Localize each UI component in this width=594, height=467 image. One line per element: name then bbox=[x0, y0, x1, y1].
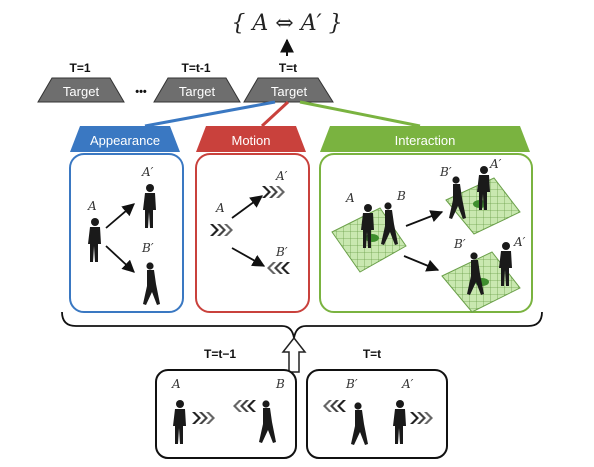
frame-prev-label-a: A bbox=[171, 377, 181, 391]
motion-panel bbox=[195, 153, 310, 313]
motion-arrow-b bbox=[231, 247, 266, 267]
time-label-2: T=t-1 bbox=[181, 61, 210, 75]
appearance-arrow-b bbox=[105, 245, 135, 273]
grouping-brace bbox=[61, 311, 543, 339]
motion-header bbox=[196, 126, 306, 152]
connector-interaction bbox=[299, 100, 421, 128]
motion-label-a: A bbox=[215, 201, 225, 215]
frame-curr-label-a-prime: A′ bbox=[401, 377, 414, 391]
frame-prev-label-b: B bbox=[275, 377, 285, 391]
target-box-1-label: Target bbox=[63, 84, 100, 99]
interaction-label-a-prime-bottom: A′ bbox=[513, 235, 526, 249]
time-label-3: T=t bbox=[279, 61, 297, 75]
appearance-panel bbox=[69, 153, 184, 313]
motion-label-a-prime: A′ bbox=[275, 169, 288, 183]
interaction-label-a: A bbox=[345, 191, 355, 205]
motion-arrow-a bbox=[231, 195, 264, 219]
motion-label-b-prime: B′ bbox=[275, 245, 288, 259]
appearance-label-a: A bbox=[87, 199, 97, 213]
target-box-1 bbox=[37, 77, 125, 103]
motion-title: Motion bbox=[231, 133, 270, 148]
target-box-2 bbox=[153, 77, 241, 103]
interaction-label-b-prime-top: B′ bbox=[439, 165, 452, 179]
frame-curr-label: T=t bbox=[363, 347, 381, 361]
appearance-arrow-a bbox=[105, 203, 135, 229]
appearance-header bbox=[70, 126, 180, 152]
association-formula: { A ⇔ A′ } bbox=[231, 11, 342, 36]
input-arrow bbox=[281, 336, 307, 373]
target-box-3-label: Target bbox=[271, 84, 308, 99]
connector-appearance bbox=[144, 100, 276, 128]
interaction-arrow-bottom bbox=[403, 255, 440, 272]
frame-curr-label-b-prime: B′ bbox=[345, 377, 358, 391]
interaction-header bbox=[320, 126, 530, 152]
frame-curr-box bbox=[306, 369, 448, 459]
appearance-title: Appearance bbox=[90, 133, 160, 148]
interaction-spot-left bbox=[365, 234, 379, 242]
target-box-2-label: Target bbox=[179, 84, 216, 99]
appearance-label-b-prime: B′ bbox=[141, 241, 154, 255]
interaction-label-a-prime-top: A′ bbox=[489, 157, 502, 171]
target-box-3 bbox=[243, 77, 334, 103]
frame-prev-label: T=t−1 bbox=[204, 347, 236, 361]
interaction-arrow-top bbox=[405, 210, 444, 227]
appearance-label-a-prime: A′ bbox=[141, 165, 154, 179]
time-label-1: T=1 bbox=[69, 61, 90, 75]
interaction-label-b: B bbox=[396, 189, 406, 203]
connector-motion bbox=[260, 100, 290, 128]
interaction-label-b-prime-bottom: B′ bbox=[453, 237, 466, 251]
ellipsis: ••• bbox=[135, 86, 147, 98]
interaction-title: Interaction bbox=[395, 133, 456, 148]
